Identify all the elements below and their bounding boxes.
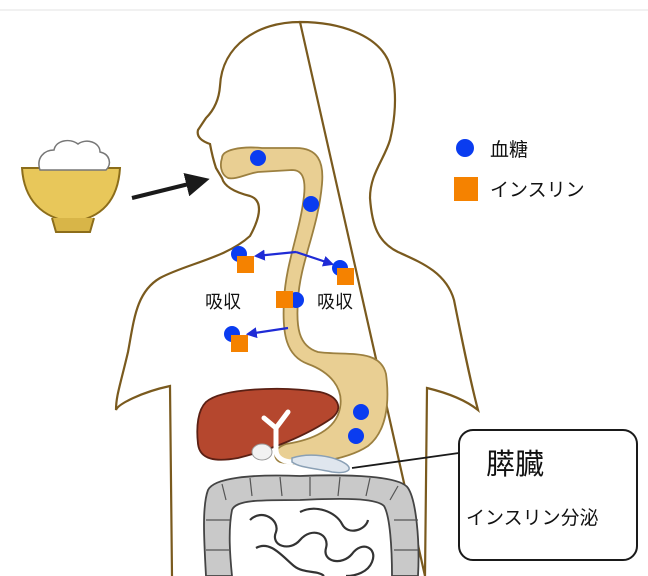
glucose-dot <box>348 428 364 444</box>
insulin-square <box>231 335 248 352</box>
insulin-square <box>276 291 293 308</box>
pancreas-callout-title: 膵臓 <box>486 447 544 481</box>
legend: 血糖 インスリン <box>454 139 585 201</box>
glucose-dot <box>353 404 369 420</box>
insulin-legend-icon <box>454 177 478 201</box>
food-intake-arrow <box>132 180 205 198</box>
absorption-arrow-upper-left <box>256 252 296 256</box>
absorption-label-right: 吸収 <box>317 292 353 313</box>
small-intestine <box>250 509 373 576</box>
insulin-square <box>337 268 354 285</box>
absorption-label-left: 吸収 <box>205 292 241 313</box>
insulin-legend-label: インスリン <box>490 179 585 201</box>
glucose-legend-icon <box>456 139 474 157</box>
gallbladder <box>252 444 272 460</box>
glucose-dot <box>250 150 266 166</box>
absorption-arrow-lower-left <box>248 328 288 334</box>
rice-bowl <box>22 141 120 232</box>
insulin-square <box>237 256 254 273</box>
pancreas-callout-subtitle: インスリン分泌 <box>466 507 599 529</box>
large-intestine <box>204 475 419 576</box>
glucose-dot <box>303 196 319 212</box>
glucose-legend-label: 血糖 <box>490 139 528 161</box>
